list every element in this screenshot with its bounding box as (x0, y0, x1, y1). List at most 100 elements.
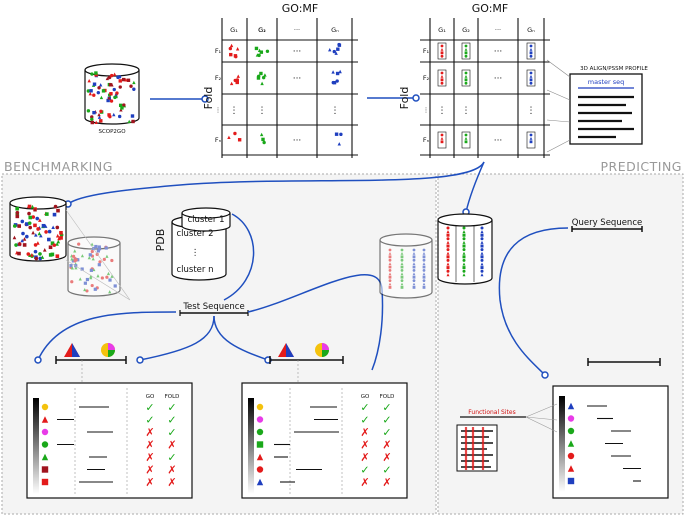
square-shape (400, 275, 404, 279)
square-shape (94, 244, 98, 249)
table-guide (74, 388, 128, 496)
square-shape (446, 233, 450, 237)
triangle-shape (42, 247, 47, 252)
triangle-shape (74, 266, 78, 270)
circle-shape (47, 229, 52, 234)
matrix-hdots: ··· (494, 74, 503, 84)
cross-mark: ✗ (382, 439, 391, 452)
square-shape (56, 208, 60, 213)
triangle-shape (12, 235, 17, 240)
circle-shape (388, 248, 392, 252)
square-shape (256, 441, 264, 448)
square-shape (412, 255, 416, 259)
triangle-shape (446, 262, 450, 266)
square-shape (94, 71, 98, 75)
triangle-shape (37, 231, 42, 236)
check-mark: ✓ (360, 464, 369, 477)
square-shape (412, 275, 416, 279)
triangle-shape (105, 254, 109, 258)
circle-shape (34, 256, 39, 261)
aligned-box (437, 69, 447, 87)
cross-mark: ✗ (145, 426, 154, 439)
circle-shape (464, 54, 468, 58)
square-shape (440, 51, 444, 55)
square-shape (17, 251, 21, 256)
square-shape (422, 255, 426, 259)
cluster-2: cluster 2 (176, 229, 213, 239)
triangle-shape (127, 119, 131, 124)
square-shape (529, 51, 533, 55)
triangle-shape (422, 262, 426, 265)
circle-shape (464, 133, 468, 137)
triangle-shape (529, 48, 533, 51)
triangle-shape (440, 137, 444, 140)
square-shape (462, 233, 466, 237)
triangle-shape (92, 267, 96, 272)
circle-shape (400, 248, 404, 252)
triangle-shape (105, 76, 110, 81)
circle-shape (15, 210, 20, 215)
triangle-shape (462, 230, 466, 234)
check-mark: ✓ (167, 426, 176, 439)
triangle-shape (260, 81, 264, 86)
triangle-shape (70, 266, 74, 270)
triangle-shape (337, 142, 341, 146)
triangle-shape (70, 257, 74, 261)
square-shape (235, 80, 239, 85)
check-mark: ✓ (145, 414, 154, 427)
matrix-vdots: ⋮ (331, 106, 340, 116)
prediction-bar (587, 358, 661, 366)
circle-shape (400, 279, 404, 282)
circle-shape (110, 73, 114, 78)
triangle-shape (114, 94, 118, 99)
circle-shape (462, 248, 466, 252)
circle-shape (332, 49, 336, 54)
matrix-row-head: Fₙ (215, 136, 222, 144)
circle-shape (38, 256, 43, 261)
matrix-col-head: G₁ (230, 26, 238, 34)
benchmarking-title: BENCHMARKING (4, 159, 113, 174)
score-gradient (248, 398, 254, 494)
matrix-vdots: ⋮ (462, 106, 471, 116)
circle-shape (53, 204, 58, 209)
square-shape (97, 263, 101, 267)
cross-mark: ✗ (360, 476, 369, 489)
flow-cluster-to-test (223, 213, 255, 301)
circle-shape (422, 248, 426, 252)
square-shape (90, 120, 94, 125)
cross-mark: ✗ (145, 464, 154, 477)
square-shape (237, 138, 242, 142)
triangle-shape (55, 233, 60, 238)
square-shape (118, 79, 122, 83)
square-shape (400, 255, 404, 259)
circle-shape (412, 258, 416, 262)
square-shape (229, 52, 233, 57)
triangle-shape (30, 253, 34, 257)
triangle-shape (89, 276, 93, 280)
triangle-shape (328, 48, 332, 52)
circle-shape (96, 90, 101, 95)
table-frame (241, 382, 408, 499)
test-sequence-label: Test Sequence (182, 302, 244, 312)
triangle-shape (98, 83, 103, 87)
triangle-shape (112, 72, 117, 76)
cross-mark: ✗ (167, 464, 176, 477)
circle-shape (90, 283, 94, 288)
circle-shape (462, 237, 466, 241)
aligned-box (437, 131, 447, 149)
flow-query-to-result (498, 227, 569, 379)
benchmark-database (9, 196, 67, 262)
square-shape (92, 82, 97, 86)
circle-shape (529, 133, 533, 137)
triangle-shape (259, 132, 264, 137)
square-shape (85, 277, 90, 282)
square-shape (113, 284, 117, 288)
triangle-shape (235, 47, 240, 51)
triangle-shape (40, 255, 45, 259)
square-shape (480, 233, 484, 237)
square-shape (422, 275, 426, 279)
square-shape (48, 253, 53, 257)
square-shape (259, 71, 263, 76)
square-shape (388, 275, 392, 279)
circle-shape (105, 275, 109, 279)
